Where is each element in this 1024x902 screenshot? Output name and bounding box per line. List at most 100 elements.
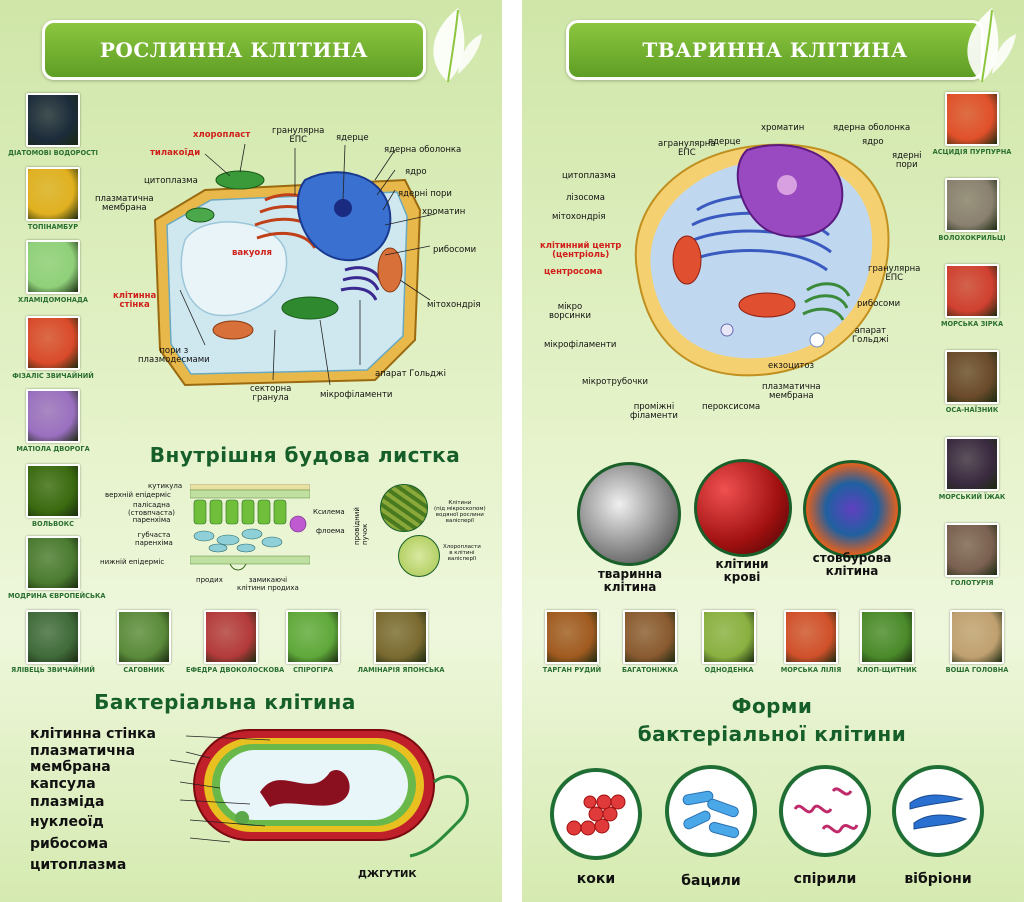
animal-label-ribosomes: рибосоми xyxy=(857,299,901,309)
animal-label-microvilli: мікро ворсинки xyxy=(549,302,592,322)
circle-caption-animal-cell: тваринна клітина xyxy=(597,567,663,595)
animal-thumbnail-caption: ГОЛОТУРІЯ xyxy=(950,579,994,587)
animal-thumbnail-caption: МОРСЬКИЙ ЇЖАК xyxy=(938,493,1006,501)
plant-label-nucleolus: ядерце xyxy=(336,133,369,143)
animal-cell-diagram xyxy=(634,143,890,377)
animal-thumbnail-image xyxy=(945,350,999,404)
animal-label-chromatin: хроматин xyxy=(761,123,805,133)
animal-exocytosis-shape xyxy=(809,332,825,348)
animal-label-cell-center: клітинний центр (центріоль) xyxy=(540,241,622,261)
bacteria-leader-line xyxy=(189,819,266,827)
animal-thumbnail: МОРСЬКА ЗІРКА xyxy=(927,264,1017,328)
plant-thumbnail-caption: МАТІОЛА ДВОРОГА xyxy=(16,445,90,453)
animal-label-plasma-membrane: плазматична мембрана xyxy=(762,382,821,402)
plant-label-secretory-granule: секторна гранула xyxy=(250,384,292,404)
animal-cell-title-banner: ТВАРИННА КЛІТИНА xyxy=(566,20,984,80)
leaf-structure-title: Внутрішня будова листка xyxy=(149,443,461,467)
blood-cells-photo xyxy=(694,459,792,557)
plant-cell-title-banner: РОСЛИННА КЛІТИНА xyxy=(42,20,426,80)
animal-thumbnail-caption: ВОЛОХОКРИЛЬЦІ xyxy=(938,234,1006,242)
chloroplast-shape-3 xyxy=(185,207,215,223)
leaf-label-xylem: Ксилема xyxy=(313,508,345,516)
animal-bottom-thumbnail: МОРСЬКА ЛІЛІЯ xyxy=(766,610,856,674)
plant-thumbnail: ФІЗАЛІС ЗВИЧАЙНИЙ xyxy=(8,316,98,380)
caption-cocci: коки xyxy=(576,871,616,887)
bacteria-label-cell-wall: клітинна стінка xyxy=(30,726,156,742)
bacteria-label-flagellum: ДЖГУТИК xyxy=(358,869,417,880)
animal-bottom-thumbnail-image xyxy=(860,610,914,664)
animal-mitochondria-shape xyxy=(672,235,702,285)
animal-bottom-thumbnail: ОДНОДЕНКА xyxy=(684,610,774,674)
animal-label-intermediate-filaments: проміжні філаменти xyxy=(630,402,678,422)
vallisneria-chloroplasts-image xyxy=(398,535,440,577)
plant-bottom-thumbnail: ЯЛІВЕЦЬ ЗВИЧАЙНИЙ xyxy=(8,610,98,674)
bacteria-leader-lines xyxy=(169,735,271,843)
plant-thumbnail: МОДРИНА ЄВРОПЕЙСЬКА xyxy=(8,536,106,600)
animal-bottom-thumbnail-caption: ОДНОДЕНКА xyxy=(704,666,754,674)
stem-cell-photo xyxy=(803,460,901,558)
plant-label-cytoplasm: цитоплазма xyxy=(144,176,198,186)
bacteria-leader-line xyxy=(185,751,211,759)
plant-label-nuclear-pores: ядерні пори xyxy=(398,189,452,199)
plant-bottom-thumbnail: ЕФЕДРА ДВОКОЛОСКОВА xyxy=(186,610,285,674)
bacteria-leader-line xyxy=(185,735,271,741)
chloroplast-shape xyxy=(215,170,265,190)
plant-label-thylakoids: тилакоїди xyxy=(150,148,201,158)
bacilli-icon xyxy=(682,790,740,839)
plant-label-granular-eps: гранулярна ЕПС xyxy=(272,126,325,146)
bacteria-leader-line xyxy=(179,799,251,805)
plant-bottom-thumbnail-image xyxy=(286,610,340,664)
bacteria-leader-line xyxy=(189,837,231,843)
leaf-label-stoma: продих xyxy=(196,576,223,584)
plant-label-lines xyxy=(179,143,436,386)
bacteria-nucleoid-shape xyxy=(260,769,350,807)
animal-bottom-thumbnail: ВОША ГОЛОВНА xyxy=(932,610,1022,674)
caption-spirilla: спірили xyxy=(793,871,857,887)
animal-bottom-thumbnail-caption: МОРСЬКА ЛІЛІЯ xyxy=(780,666,842,674)
plant-thumbnail-caption: ХЛАМІДОМОНАДА xyxy=(18,296,88,304)
animal-label-microfilaments: мікрофіламенти xyxy=(544,340,617,350)
plant-label-nuclear-envelope: ядерна оболонка xyxy=(384,145,462,155)
animal-nucleolus-shape xyxy=(777,175,797,195)
spirilla-icon xyxy=(793,787,859,834)
plant-bottom-thumbnail-caption: ЕФЕДРА ДВОКОЛОСКОВА xyxy=(186,666,285,674)
bacteria-label-ribosome: рибосома xyxy=(30,836,109,852)
plant-label-ribosomes: рибосоми xyxy=(433,245,477,255)
bacteria-leader-line xyxy=(169,759,196,765)
vallisneria-cells-image xyxy=(380,484,428,532)
leaf-label-lower-epidermis: нижній епідерміс xyxy=(100,558,165,566)
animal-bottom-thumbnail-caption: ВОША ГОЛОВНА xyxy=(945,666,1009,674)
vibrios-circle xyxy=(892,765,984,857)
leaf-label-cuticle: кутикула xyxy=(148,482,183,490)
animal-label-nucleus: ядро xyxy=(862,137,884,147)
bacteria-label-membrane: мембрана xyxy=(30,759,111,775)
animal-label-nucleolus: ядерце xyxy=(708,137,741,147)
plant-bottom-thumbnail-caption: САГОВНИК xyxy=(123,666,165,674)
animal-label-microtubules: мікротрубочки xyxy=(582,377,649,387)
bacteria-forms-title-line2: бактеріальної клітини xyxy=(637,722,907,746)
leaf-label-upper-epidermis: верхній епідерміс xyxy=(105,491,171,499)
plant-label-mitochondria: мітохондрія xyxy=(427,300,481,310)
animal-label-lysosome: лізосома xyxy=(566,193,606,203)
animal-cell-title: ТВАРИННА КЛІТИНА xyxy=(642,38,908,62)
animal-label-exocytosis: екзоцитоз xyxy=(768,361,815,371)
plant-bottom-thumbnail-caption: ЛАМІНАРІЯ ЯПОНСЬКА xyxy=(357,666,445,674)
leaf-label-chloroplast-note: Хлоропласти в клітині валісперії xyxy=(443,544,481,563)
animal-thumbnail: ОСА-НАЇЗНИК xyxy=(927,350,1017,414)
plant-thumbnail-caption: ТОПІНАМБУР xyxy=(27,223,79,231)
plant-thumbnail-image xyxy=(26,464,80,518)
animal-bottom-thumbnail-image xyxy=(950,610,1004,664)
animal-golgi-shape xyxy=(802,282,851,321)
bacteria-label-capsule: капсула xyxy=(30,776,96,792)
plant-thumbnail: ВОЛЬВОКС xyxy=(8,464,98,528)
plant-label-pores: пори з плазмодесмами xyxy=(138,346,210,366)
cocci-circle xyxy=(550,768,642,860)
bacterial-cell-diagram xyxy=(193,729,469,858)
animal-bottom-thumbnail-image xyxy=(545,610,599,664)
plant-bottom-thumbnail-image xyxy=(117,610,171,664)
leaf-label-vascular-bundle: провідний пучок xyxy=(353,507,369,545)
plant-label-microfilaments: мікрофіламенти xyxy=(320,390,393,400)
circle-caption-stem-cell: стовбурова клітина xyxy=(812,551,892,579)
plant-label-nucleus: ядро xyxy=(405,167,427,177)
